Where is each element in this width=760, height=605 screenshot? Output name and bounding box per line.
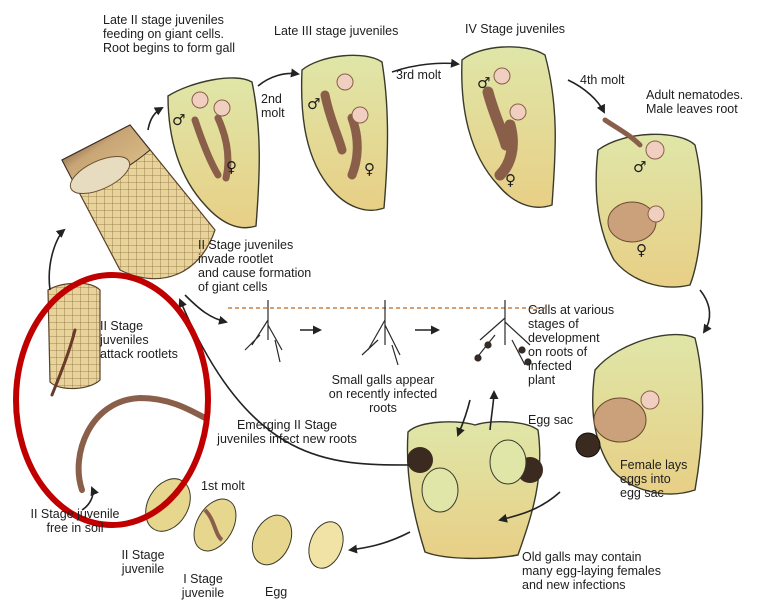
- label-late-iii-stage: Late III stage juveniles: [274, 24, 398, 38]
- female-symbol: ♀: [226, 160, 237, 175]
- female-symbol: ♀: [364, 162, 375, 177]
- label-iv-stage: IV Stage juveniles: [465, 22, 565, 36]
- label-4th-molt: 4th molt: [580, 73, 624, 87]
- old-galls-illustration: [407, 422, 543, 559]
- label-old-galls: Old galls may contain many egg-laying fe…: [522, 550, 661, 592]
- label-ii-stage-attack: II Stage juveniles attack rootlets: [100, 319, 178, 361]
- label-1st-molt: 1st molt: [201, 479, 245, 493]
- male-symbol: ♂: [477, 76, 490, 91]
- label-emerging-juveniles: Emerging II Stage juveniles infect new r…: [202, 418, 372, 446]
- label-egg: Egg: [265, 585, 287, 599]
- label-2nd-molt: 2nd molt: [261, 92, 285, 120]
- male-symbol: ♂: [633, 160, 646, 175]
- male-symbol: ♂: [307, 97, 320, 112]
- highlight-ring: [16, 275, 208, 525]
- label-galls-various-stages: Galls at various stages of development o…: [528, 303, 614, 387]
- label-female-lays: Female lays eggs into egg sac: [620, 458, 687, 500]
- label-ii-stage-juvenile: II Stage juvenile: [110, 548, 176, 576]
- label-egg-sac: Egg sac: [528, 413, 573, 427]
- label-small-galls: Small galls appear on recently infected …: [318, 373, 448, 415]
- gall-late-iii-stage: [302, 55, 388, 210]
- root-systems: [228, 300, 545, 365]
- female-symbol: ♀: [636, 243, 647, 258]
- male-symbol: ♂: [172, 113, 185, 128]
- female-symbol: ♀: [505, 173, 516, 188]
- label-3rd-molt: 3rd molt: [396, 68, 441, 82]
- label-ii-stage-soil: II Stage juvenile free in soil: [14, 507, 136, 535]
- label-i-stage-juvenile: I Stage juvenile: [170, 572, 236, 600]
- label-ii-stage-invade: II Stage juveniles invade rootlet and ca…: [198, 238, 311, 294]
- label-late-ii-stage: Late II stage juveniles feeding on giant…: [103, 13, 235, 55]
- gall-adult-stage: [596, 120, 702, 287]
- label-adult-nematodes: Adult nematodes. Male leaves root: [646, 88, 743, 116]
